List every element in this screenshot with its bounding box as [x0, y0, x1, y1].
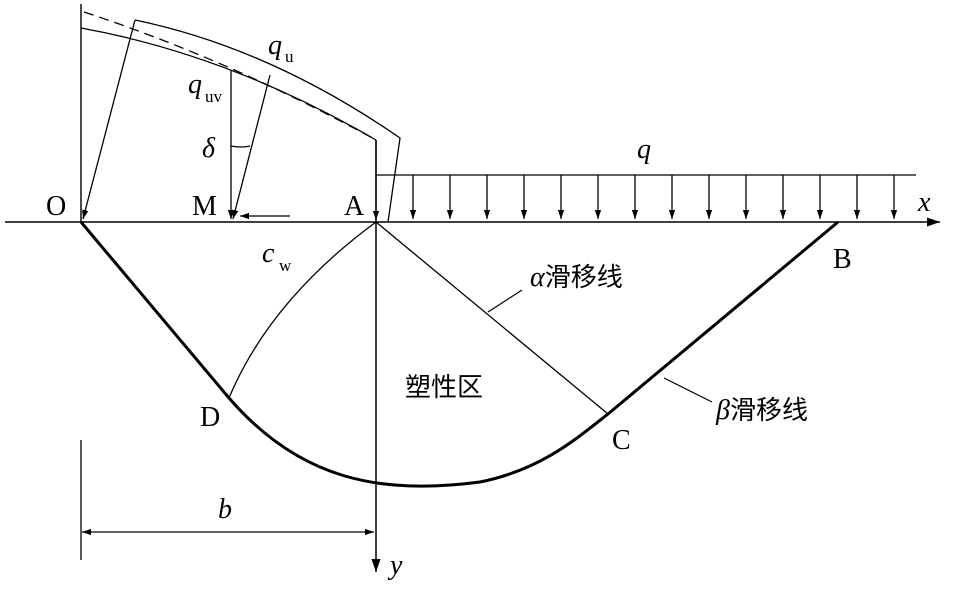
wall-outline-rotated	[134, 19, 401, 223]
label-y-axis: y	[387, 550, 403, 581]
label-o: O	[46, 191, 66, 222]
label-d: D	[200, 402, 220, 433]
alpha-slip-line-label: α滑移线	[530, 262, 623, 293]
wall-edge-left	[82, 19, 136, 220]
alpha-leader	[487, 289, 523, 313]
label-qu-sub: u	[285, 47, 294, 66]
label-c: C	[612, 425, 631, 456]
load-q-arrows	[409, 175, 898, 219]
wall-outline-displaced	[80, 27, 377, 141]
beta-leader	[663, 377, 713, 403]
beta-slip-line-label: β滑移线	[715, 395, 808, 426]
plastic-zone-label: 塑性区	[405, 373, 483, 403]
beta-text: 滑移线	[730, 396, 808, 426]
wall-outline-dashed	[83, 11, 377, 141]
label-quv: q	[188, 69, 202, 100]
label-m: M	[192, 191, 217, 222]
qu-resultant-arrow	[232, 74, 271, 220]
label-quv-sub: uv	[205, 87, 223, 106]
label-cw: c	[262, 238, 275, 269]
alpha-slip-line-a-c	[375, 221, 609, 415]
label-b-point: B	[833, 244, 852, 275]
failure-boundary	[79, 220, 839, 488]
slip-arc-a-d	[228, 221, 377, 399]
alpha-text: 滑移线	[545, 263, 623, 293]
label-x-axis: x	[917, 187, 931, 218]
alpha-symbol: α	[530, 262, 546, 293]
label-a: A	[344, 191, 365, 222]
beta-symbol: β	[715, 395, 730, 426]
label-delta: δ	[202, 133, 216, 164]
label-b-dimension: b	[218, 494, 232, 525]
label-qu: q	[268, 30, 282, 61]
label-cw-sub: w	[279, 256, 292, 275]
label-q: q	[637, 134, 651, 165]
delta-angle-arc	[230, 145, 251, 148]
